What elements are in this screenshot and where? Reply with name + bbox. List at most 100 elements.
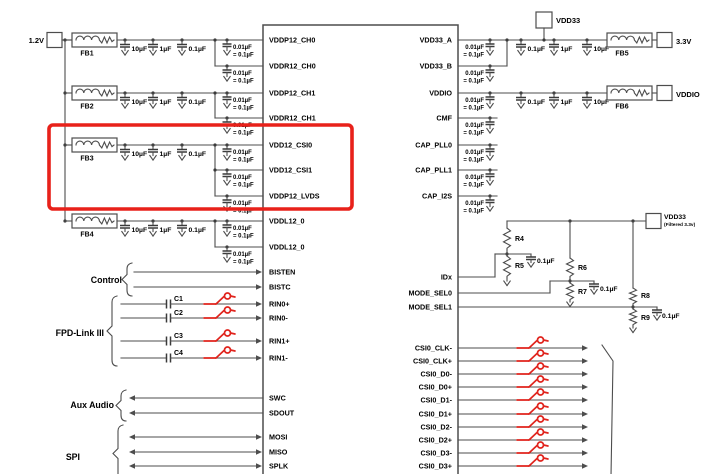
capacitor-value: 0.1µF [189,227,207,234]
ground-symbol [486,179,494,186]
ground-symbol [486,75,494,82]
ground-symbol [550,102,558,109]
ferrite-bead-label: FB5 [615,51,628,58]
arrowhead [582,424,588,430]
supply-label-1v2: 1.2V [29,36,44,45]
ferrite-bead-label: FB6 [615,104,628,111]
ground-symbol [583,49,591,56]
arrowhead [256,301,262,307]
ground-symbol [178,154,186,161]
ic-pin-label-right: CSI0_D3- [420,449,452,458]
capacitor-value: 0.1µF [528,99,546,106]
ground-symbol [149,49,157,56]
ground-symbol [149,230,157,237]
ic-pin-label-right: CSI0_D1- [420,396,452,405]
ic-pin-label-left: BISTC [269,283,291,292]
series-capacitor-symbol [165,299,172,309]
arrowhead [582,397,588,403]
capacitor-pair-bottom-value: = 0.1µF [463,158,484,164]
ic-pin-label-right: CAP_PLL1 [415,166,452,175]
group-label-fpd-link: FPD-Link III [56,328,104,338]
junction-dot [505,38,509,42]
ic-pin-label-right: CSI0_D0+ [419,383,452,392]
capacitor-value: 10µF [132,151,148,158]
diff-pair-icon [516,402,549,415]
junction-dot [213,91,217,95]
ic-pin-label-right: IDx [441,273,452,282]
junction-dot [213,38,217,42]
diff-pair-icon [203,346,236,359]
ic-pin-label-right: VDDIO [429,89,452,98]
ic-pin-label-left: MOSI [269,433,287,442]
ground-symbol [223,102,231,109]
diff-pair-icon [516,415,549,428]
capacitor-pair-bottom-value: = 0.1µF [463,53,484,59]
diff-pair-icon [516,454,549,467]
arrowhead [256,449,262,455]
ic-pin-label-right: CMF [436,114,452,123]
ic-pin-label-left: VDDL12_0 [269,217,305,226]
ferrite-bead [71,85,118,101]
capacitor-pair-top-value: 0.01µF [233,45,252,51]
arrowhead [129,395,135,401]
ground-symbol [590,288,598,295]
diff-pair-icon [516,362,549,375]
ic-pin-label-left: VDDP12_LVDS [269,192,320,201]
resistor-symbol [565,257,575,279]
capacitor-pair-bottom-value: = 0.1µF [233,260,254,266]
ferrite-bead-coil [610,35,650,45]
group-label-aux-audio: Aux Audio [70,400,114,410]
ferrite-bead [71,213,118,229]
ground-symbol [121,230,129,237]
capacitor-pair-bottom-value: = 0.1µF [233,183,254,189]
ferrite-bead [71,137,118,153]
ic-pin-label-left: RIN1+ [269,337,290,346]
ic-pin-label-right: VDD33_B [420,62,452,71]
ground-symbol [223,256,231,263]
capacitor-value: 0.1µF [189,46,207,53]
group-label-control: Control [91,275,122,285]
terminal-square [535,11,553,29]
signal-bundle-bracket [601,344,614,474]
terminal-square [46,31,63,49]
series-capacitor-symbol [165,313,172,323]
supply-label-3v3: 3.3V [676,37,691,46]
arrowhead [256,355,262,361]
capacitor-pair-bottom-value: = 0.1µF [233,131,254,137]
highlight-red-box [47,123,354,211]
capacitor-pair-bottom-value: = 0.1µF [463,209,484,215]
capacitor-pair-bottom-value: = 0.1µF [233,79,254,85]
capacitor-value: 10µF [594,99,610,106]
arrowhead [582,437,588,443]
capacitor-pair-top-value: 0.01µF [233,201,252,207]
series-capacitor-label: C1 [174,296,183,303]
series-capacitor-label: C2 [174,310,183,317]
ic-pin-label-right: CSI0_D0- [420,370,452,379]
ferrite-bead-coil [75,35,115,45]
ground-symbol [629,327,637,334]
junction-dot [213,168,217,172]
series-capacitor-symbol [165,336,172,346]
group-brace [112,424,124,474]
ic-pin-label-right: MODE_SEL0 [408,289,452,298]
group-brace [121,262,133,297]
capacitor-pair-top-value: 0.01µF [465,201,484,207]
ground-symbol [223,230,231,237]
capacitor-value: 1µF [561,99,573,106]
resistor-label: R9 [641,315,650,322]
ic-pin-label-left: MISO [269,448,288,457]
arrowhead [256,338,262,344]
arrowhead [582,358,588,364]
ground-symbol [121,49,129,56]
resistor-symbol [502,227,512,251]
series-capacitor-label: C4 [174,350,183,357]
arrowhead [256,315,262,321]
ic-pin-label-right: MODE_SEL1 [408,303,452,312]
series-capacitor-symbol [165,353,172,363]
arrowhead [582,345,588,351]
ic-pin-label-left: SWC [269,394,286,403]
series-capacitor-label: C3 [174,333,183,340]
net-sublabel-filtered: (Filtered 3.3v) [664,222,696,228]
capacitor-pair-top-value: 0.01µF [465,123,484,129]
